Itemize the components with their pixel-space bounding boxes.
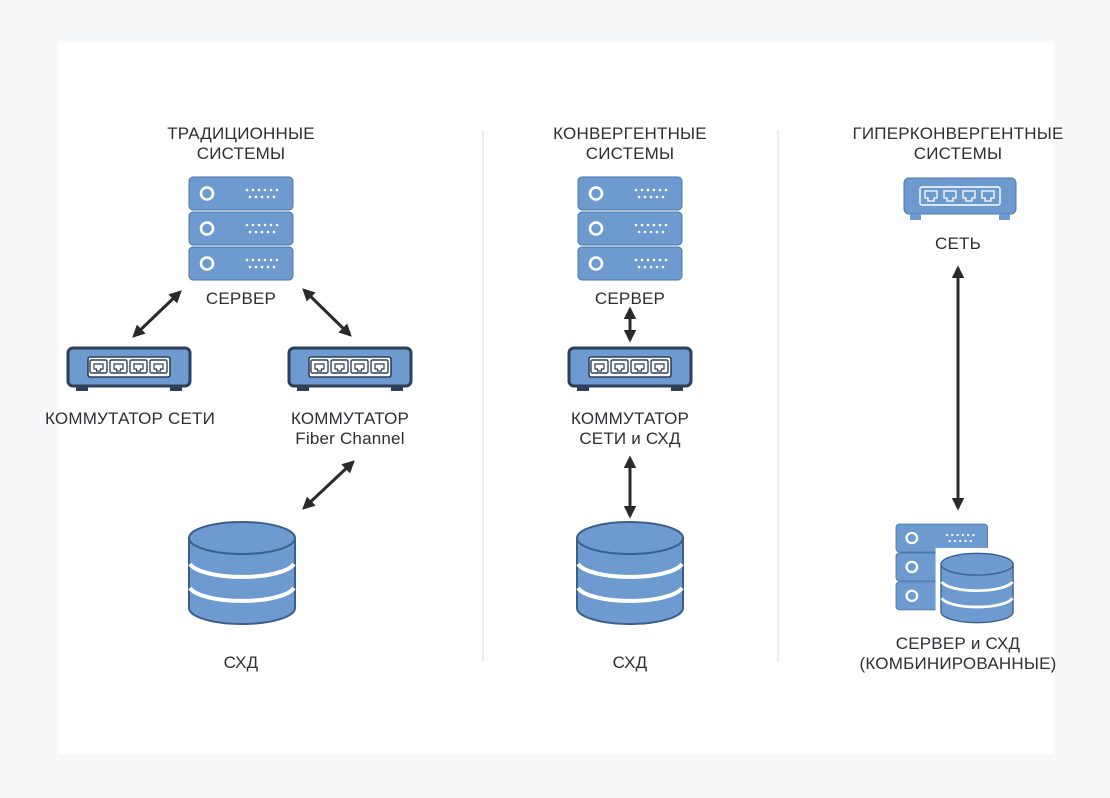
column-title-hyperconvergent: ГИПЕРКОНВЕРГЕНТНЫЕ СИСТЕМЫ [852,124,1064,163]
network-icon [903,177,1017,220]
storage-icon [575,520,685,626]
storage-label: СХД [612,653,648,672]
server-icon [187,175,295,282]
diagram-panel [58,42,1054,754]
storage-icon [187,520,297,626]
combined-icon [894,522,1020,644]
server-icon [576,175,684,282]
storage-label: СХД [223,653,259,672]
server-label: СЕРВЕР [205,289,277,308]
switch-label: КОММУТАТОР СЕТИ [44,409,216,428]
double-arrow [132,290,182,338]
column-title-traditional: ТРАДИЦИОННЫЕ СИСТЕМЫ [167,124,315,163]
column-title-convergent: КОНВЕРГЕНТНЫЕ СИСТЕМЫ [553,124,707,163]
server-label: СЕРВЕР [594,289,666,308]
double-arrow [302,288,352,337]
network-label: СЕТЬ [935,234,981,253]
switch-icon [569,348,691,391]
switch-label: КОММУТАТОР СЕТИ и СХД [570,409,690,448]
combined-label: СЕРВЕР и СХД (КОМБИНИРОВАННЫЕ) [859,634,1057,673]
switch-icon [68,348,190,391]
switch-icon [289,348,411,391]
double-arrow [302,460,355,510]
switch-fc-label: КОММУТАТОР Fiber Channel [290,409,410,448]
